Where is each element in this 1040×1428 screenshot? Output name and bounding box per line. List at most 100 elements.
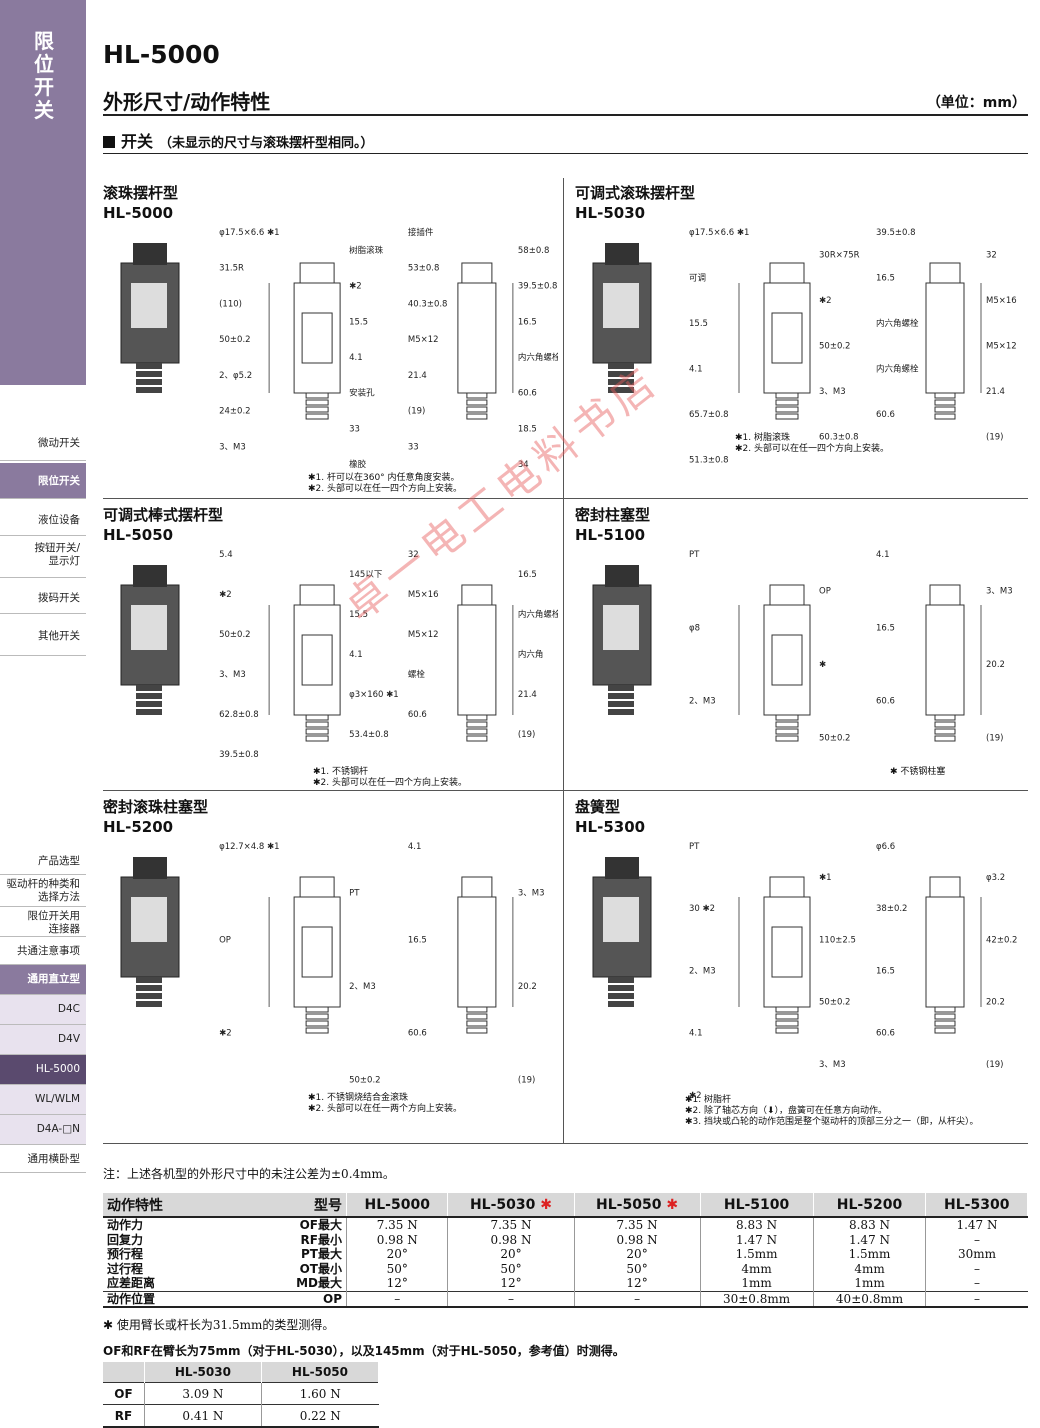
dimension-label: 20.2 (986, 660, 1005, 670)
sidebar-nav-item[interactable]: 其他开关 (0, 618, 86, 656)
panel-model: HL-5000 (103, 204, 174, 222)
dimension-label: (19) (986, 733, 1003, 743)
product-cable-gland (136, 701, 162, 707)
front-view-gland (775, 392, 799, 399)
product-cable-gland (136, 685, 162, 691)
dimension-label: 4.1 (349, 353, 363, 363)
dimension-label: 60.6 (408, 1029, 427, 1039)
sidebar-nav-item[interactable]: 微动开关 (0, 425, 86, 461)
sidebar-nav-item[interactable]: 限位开关 (0, 463, 86, 499)
product-label (603, 897, 639, 942)
dimension-label: PT (689, 842, 700, 852)
dimension-label: 接插件 (408, 227, 434, 238)
sidebar-nav-item[interactable]: D4C (0, 995, 86, 1025)
dimension-label: ✱1 (819, 873, 832, 883)
sidebar-section-tab: 限位开关 (0, 0, 86, 385)
page-subtitle: 外形尺寸/动作特性 (103, 90, 271, 114)
sidebar-tab-label: 限位开关 (34, 29, 54, 122)
header-label: 动作特性 (107, 1197, 163, 1214)
sidebar-nav-item[interactable]: 拨码开关 (0, 580, 86, 614)
side-view-head (461, 584, 493, 606)
sidebar-nav-item[interactable]: 按钮开关/ 显示灯 (0, 538, 86, 578)
dimension-label: (19) (518, 730, 535, 740)
side-view-gland (466, 1013, 488, 1020)
table-cell: 1mm (699, 1276, 814, 1291)
dimension-label: 60.6 (876, 1029, 895, 1039)
panel-model: HL-5100 (575, 526, 646, 544)
side-view-head (929, 584, 961, 606)
product-label (603, 605, 639, 650)
product-cable-gland (136, 693, 162, 699)
grid-divider (103, 790, 1028, 791)
panel-type-name: 盘簧型 (575, 798, 621, 816)
sidebar-nav-item[interactable]: 驱动杆的种类和 选择方法 (0, 875, 86, 907)
dimension-label: 60.6 (408, 710, 427, 720)
dimension-label: (19) (518, 1075, 535, 1085)
dimension-label: M5×16 (408, 590, 439, 600)
sidebar-nav-item[interactable]: 共通注意事项 (0, 937, 86, 965)
side-view-gland (934, 721, 956, 728)
table-cell: 7.35 N (447, 1217, 575, 1233)
product-cable-gland (608, 1001, 634, 1007)
front-view-gland (305, 1013, 329, 1020)
front-view-head (299, 584, 335, 606)
side-view-gland (934, 714, 956, 721)
sidebar-nav-item[interactable]: 通用直立型 (0, 965, 86, 995)
front-view-body (293, 896, 341, 1008)
dimension-label: 32 (408, 550, 419, 560)
dimension-label: 16.5 (876, 623, 895, 633)
table-header-cell: HL-5030 (144, 1362, 262, 1383)
table-cell: 1.60 N (260, 1382, 379, 1405)
product-cable-gland (136, 1001, 162, 1007)
dimension-label: 21.4 (408, 371, 427, 381)
dimension-label: 3、M3 (819, 387, 846, 397)
product-head (605, 243, 639, 265)
table-cell: 12° (345, 1276, 448, 1291)
table-cell: 4mm (699, 1261, 814, 1276)
table-cell: – (925, 1291, 1028, 1307)
front-view-body (293, 604, 341, 716)
side-view-gland (934, 1006, 956, 1013)
row-label: 过行程 (107, 1261, 144, 1276)
table-header-cell (103, 1362, 145, 1383)
sidebar-nav-item[interactable]: 通用横卧型 (0, 1145, 86, 1173)
dimension-label: 42±0.2 (986, 935, 1017, 945)
dimension-label: ✱2 (689, 1091, 702, 1101)
dimension-label: 53.4±0.8 (349, 730, 389, 740)
front-view-window (301, 634, 333, 686)
sidebar-nav-item[interactable]: D4V (0, 1025, 86, 1055)
product-label (131, 897, 167, 942)
front-view-gland (305, 399, 329, 406)
sidebar-nav-item[interactable]: 限位开关用 连接器 (0, 907, 86, 937)
front-view-gland (775, 1020, 799, 1027)
side-view-gland (934, 728, 956, 735)
panel-note: ✱1. 树脂滚珠 (735, 433, 790, 443)
table-cell: 8.83 N (812, 1217, 926, 1233)
sidebar-nav-item[interactable]: 产品选型 (0, 847, 86, 875)
side-view-gland (466, 399, 488, 406)
sidebar-nav-item[interactable]: 液位设备 (0, 502, 86, 536)
sidebar-nav-item[interactable]: D4A-□N (0, 1115, 86, 1145)
side-view-head (461, 876, 493, 898)
sidebar-nav-item[interactable]: HL-5000 (0, 1055, 86, 1085)
grid-divider (563, 178, 564, 1144)
dimension-label: 4.1 (689, 1029, 703, 1039)
dimension-label: 内六角螺栓 (518, 352, 558, 363)
dimension-drawing: φ17.5×6.6 ✱130R×75R可调✱215.550±0.24.13、M3… (592, 228, 1017, 465)
front-view-gland (305, 728, 329, 735)
dimension-label: 39.5±0.8 (219, 750, 259, 760)
side-view-body (457, 896, 497, 1008)
side-view-gland (934, 399, 956, 406)
row-code: OT最小 (299, 1261, 342, 1276)
dimension-label: 内六角螺栓 (876, 363, 919, 374)
table-cell: 0.22 N (260, 1404, 379, 1427)
front-view-window (771, 312, 803, 364)
sidebar-nav-item[interactable]: WL/WLM (0, 1085, 86, 1115)
